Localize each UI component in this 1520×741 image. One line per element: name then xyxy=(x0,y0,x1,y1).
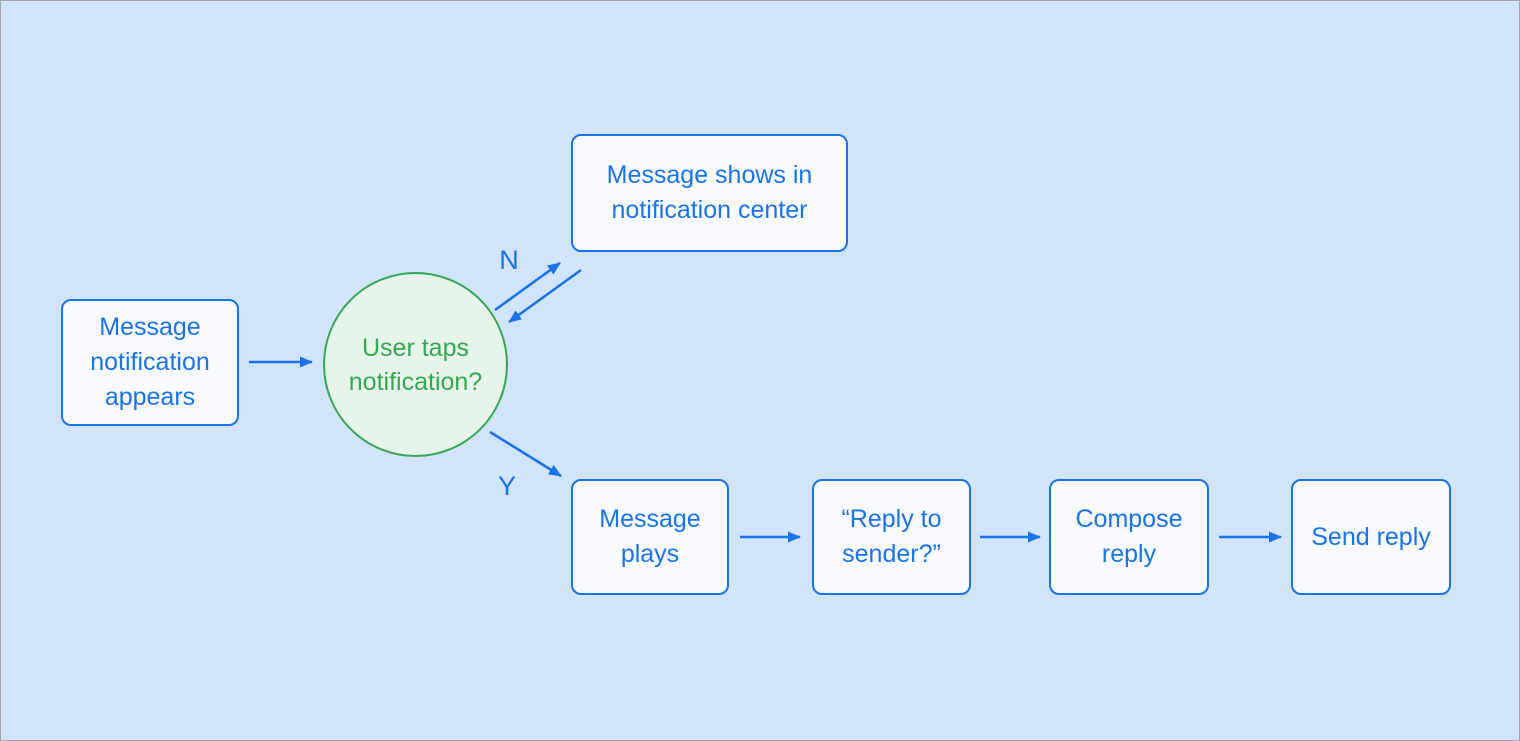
node-label: Message notification appears xyxy=(90,313,210,411)
node-label: Send reply xyxy=(1311,522,1431,551)
node-label: Compose reply xyxy=(1075,505,1183,568)
node-label: Message shows in notification center xyxy=(606,161,813,224)
node-reply-to-sender: “Reply to sender?” xyxy=(812,479,971,595)
node-compose-reply: Compose reply xyxy=(1049,479,1209,595)
node-message-plays: Message plays xyxy=(571,479,729,595)
node-user-taps-notification-decision: User taps notification? xyxy=(323,272,508,457)
node-message-shows-in-notification-center: Message shows in notification center xyxy=(571,134,848,252)
node-label: Message plays xyxy=(599,505,701,568)
arrow-decision-to-plays xyxy=(489,430,562,478)
branch-label-yes: Y xyxy=(497,471,516,501)
arrow-notif-to-decision xyxy=(508,268,582,324)
node-label: “Reply to sender?” xyxy=(841,505,942,568)
node-message-notification-appears: Message notification appears xyxy=(61,299,239,426)
branch-label-no: N xyxy=(499,245,519,275)
node-label: User taps notification? xyxy=(348,333,483,396)
node-send-reply: Send reply xyxy=(1291,479,1451,595)
